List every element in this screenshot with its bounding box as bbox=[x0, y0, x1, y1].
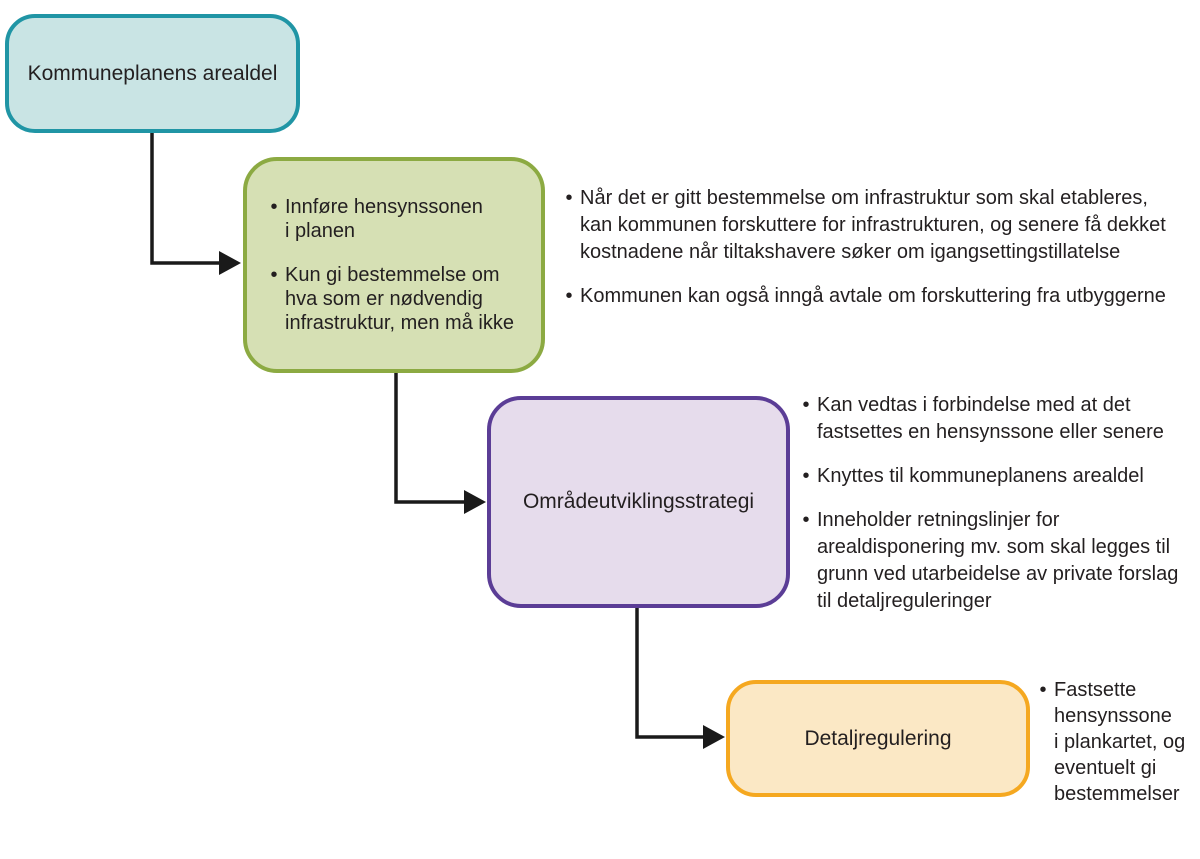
note-text: Kan vedtas i forbindelse med at det fast… bbox=[817, 394, 1164, 443]
note-item: • Inneholder retningslinjer for arealdis… bbox=[801, 507, 1199, 615]
note-item: • Kan vedtas i forbindelse med at det fa… bbox=[801, 392, 1199, 446]
note-text: Knyttes til kommuneplanens arealdel bbox=[817, 465, 1144, 487]
bullet-text: Kun gi bestemmelse om hva som er nødvend… bbox=[285, 264, 514, 334]
bullet-marker: • bbox=[1039, 679, 1047, 701]
note-item: • Fastsette hensynssone i plankartet, og… bbox=[1038, 677, 1198, 807]
node-omradeutviklingsstrategi: Områdeutviklingsstrategi bbox=[487, 396, 790, 608]
bullet-marker: • bbox=[802, 465, 810, 487]
notes-hensynssone: • Når det er gitt bestemmelse om infrast… bbox=[564, 185, 1200, 310]
node-kommuneplanens-arealdel: Kommuneplanens arealdel bbox=[5, 14, 300, 133]
arrow-hensynssone-to-strategi bbox=[394, 371, 486, 514]
note-text: Inneholder retningslinjer for arealdispo… bbox=[817, 509, 1179, 612]
note-item: • Knyttes til kommuneplanens arealdel bbox=[801, 463, 1199, 490]
bullet-marker: • bbox=[802, 509, 810, 531]
arrow-strategi-to-detaljregulering bbox=[635, 606, 725, 749]
node-detaljregulering-label: Detaljregulering bbox=[804, 726, 952, 750]
arrow-kommuneplan-to-hensynssone bbox=[150, 131, 241, 275]
note-text: Kommunen kan også inngå avtale om forsku… bbox=[580, 285, 1166, 307]
node-detaljregulering: Detaljregulering bbox=[726, 680, 1030, 797]
bullet-item: • Kun gi bestemmelse om hva som er nødve… bbox=[269, 263, 514, 335]
note-text: Fastsette hensynssone i plankartet, og e… bbox=[1054, 679, 1186, 805]
bullet-marker: • bbox=[270, 264, 278, 286]
bullet-marker: • bbox=[565, 285, 573, 307]
node-kommuneplanens-arealdel-label: Kommuneplanens arealdel bbox=[27, 61, 278, 85]
note-item: • Når det er gitt bestemmelse om infrast… bbox=[564, 185, 1200, 266]
bullet-item: • Innføre hensynssonen i planen bbox=[269, 195, 514, 243]
bullet-text: Innføre hensynssonen i planen bbox=[285, 196, 483, 242]
bullet-marker: • bbox=[565, 187, 573, 209]
note-text: Når det er gitt bestemmelse om infrastru… bbox=[580, 187, 1166, 263]
notes-detaljregulering: • Fastsette hensynssone i plankartet, og… bbox=[1038, 677, 1198, 807]
hensynssone-bullet-list: • Innføre hensynssonen i planen • Kun gi… bbox=[247, 195, 522, 335]
bullet-marker: • bbox=[802, 394, 810, 416]
notes-omradeutviklingsstrategi: • Kan vedtas i forbindelse med at det fa… bbox=[801, 392, 1199, 615]
node-omradeutviklingsstrategi-label: Områdeutviklingsstrategi bbox=[522, 490, 755, 514]
note-item: • Kommunen kan også inngå avtale om fors… bbox=[564, 283, 1200, 310]
bullet-marker: • bbox=[270, 196, 278, 218]
node-hensynssone-tiltak: • Innføre hensynssonen i planen • Kun gi… bbox=[243, 157, 545, 373]
